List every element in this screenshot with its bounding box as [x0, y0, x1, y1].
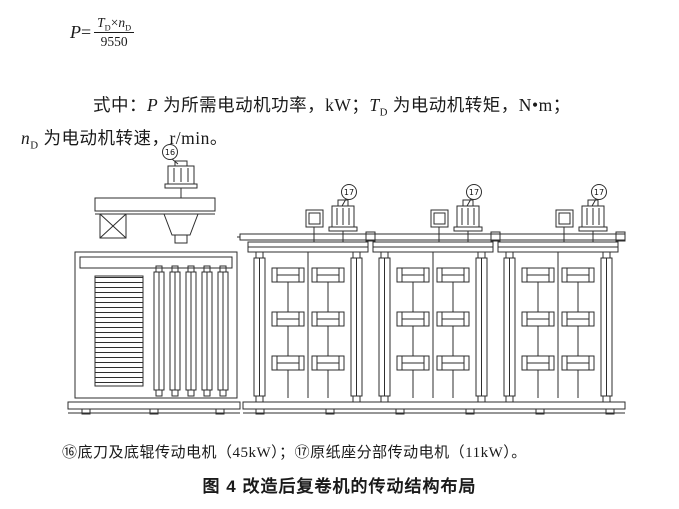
explanation-var-n: n	[21, 127, 31, 148]
formula-explanation: 式中：P 为所需电动机功率，kW；TD 为电动机转矩，N•m；nD 为电动机转速…	[21, 89, 666, 155]
bay-1	[247, 184, 369, 403]
formula-times-sign: ×	[110, 15, 119, 30]
formula-lhs: P=	[70, 22, 91, 43]
paper-roll-stack	[94, 275, 144, 387]
formula-numerator: TD×nD	[94, 15, 135, 33]
unwinder-stand	[74, 251, 238, 399]
explanation-sub-td: D	[379, 106, 388, 118]
vertical-rollers	[153, 265, 229, 397]
explanation-var-p: P	[147, 94, 159, 115]
unwinder-base-rail	[67, 401, 241, 415]
formula-var-p: P	[70, 21, 81, 42]
explanation-seg-speed: 为电动机转速，r/min。	[38, 127, 228, 148]
base-rail	[242, 401, 626, 415]
shaft-coupling	[365, 231, 376, 242]
bay-2	[372, 184, 494, 403]
drive-shaft	[237, 231, 626, 242]
motor-16-callout-number: 16	[165, 148, 175, 157]
bay-3	[497, 184, 619, 403]
formula-sub-td: D	[104, 23, 111, 33]
shaft-coupling	[490, 231, 501, 242]
power-formula: P= TD×nD 9550	[70, 15, 135, 49]
unwinder-head-frame	[94, 197, 216, 244]
transmission-layout-diagram: 17	[67, 144, 626, 415]
shaft-coupling	[615, 231, 626, 242]
explanation-var-t: T	[369, 94, 380, 115]
formula-equals: =	[81, 21, 92, 42]
unwinder-assembly: 16	[67, 144, 241, 415]
motor-16-callout-circle	[162, 144, 178, 160]
motor-16: 16	[162, 144, 198, 198]
figure-caption: 图 4 改造后复卷机的传动结构布局	[202, 477, 477, 496]
figure-note: ⑯底刀及底辊传动电机（45kW）；⑰原纸座分部传动电机（11kW）。	[62, 445, 527, 461]
formula-var-t: T	[97, 15, 105, 30]
explanation-sub-nd: D	[30, 139, 39, 151]
formula-sub-nd: D	[125, 23, 132, 33]
explanation-prefix: 式中：	[93, 94, 147, 115]
formula-var-n: n	[118, 15, 126, 30]
formula-fraction: TD×nD 9550	[94, 15, 135, 49]
explanation-seg-torque: 为电动机转矩，N•m；	[387, 94, 571, 115]
formula-denominator: 9550	[100, 33, 128, 49]
explanation-seg-power: 为所需电动机功率，kW；	[158, 94, 370, 115]
